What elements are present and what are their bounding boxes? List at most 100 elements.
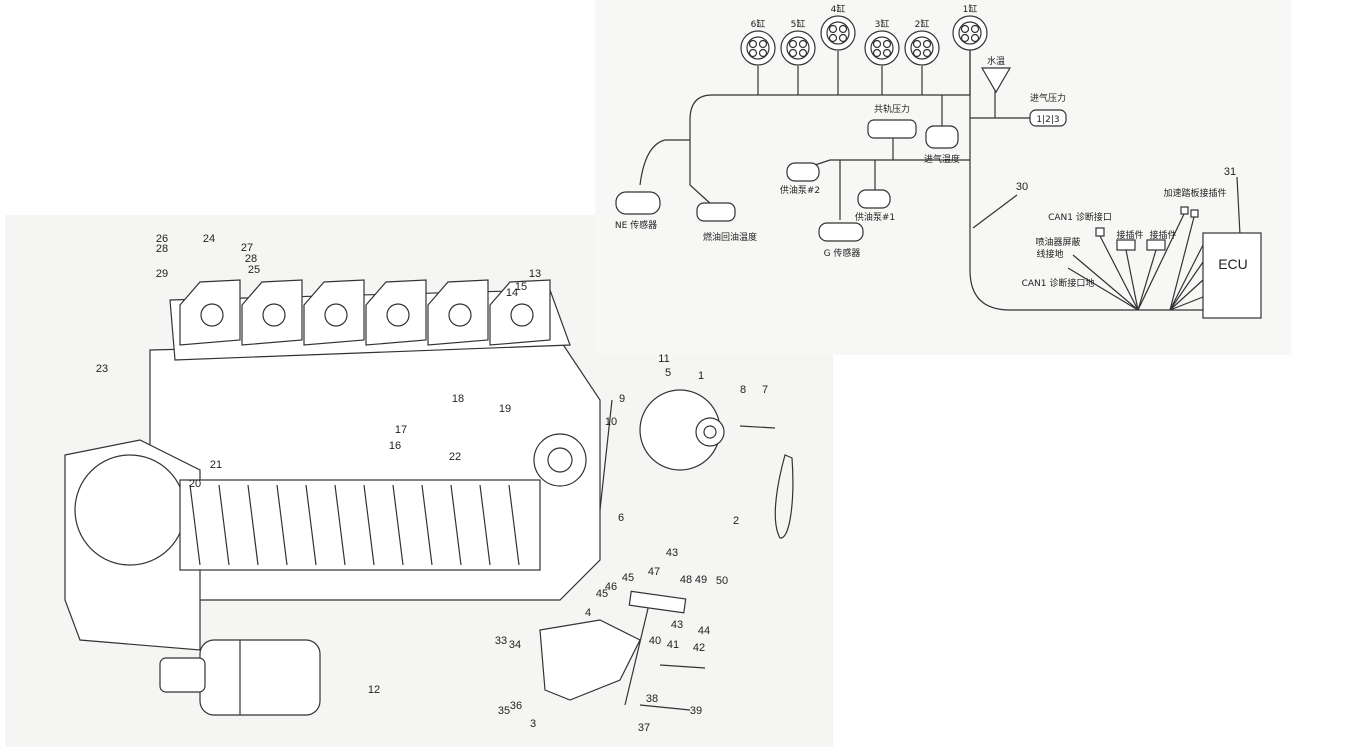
callout-35: 35 xyxy=(498,705,510,717)
water-temp-label: 水温 xyxy=(987,55,1005,67)
callout-48: 48 xyxy=(680,574,692,586)
intake-temp-label: 进气温度 xyxy=(924,153,960,165)
callout-43: 43 xyxy=(671,619,683,631)
head-port xyxy=(200,303,224,327)
cylinder-label: 4缸 xyxy=(831,3,846,15)
pump2-label: 供油泵#2 xyxy=(780,184,820,196)
cylinder-label: 6缸 xyxy=(751,18,766,30)
injector-shield-label-2: 线接地 xyxy=(1036,248,1063,260)
callout-43: 43 xyxy=(666,547,678,559)
head-port xyxy=(324,303,348,327)
harness-callout: 30 xyxy=(1016,181,1028,193)
accel-pedal-label: 加速踏板接插件 xyxy=(1163,187,1226,199)
block-rib xyxy=(508,484,520,566)
callout-22: 22 xyxy=(449,451,461,463)
callout-24: 24 xyxy=(203,233,215,245)
block-rib xyxy=(363,484,375,566)
callout-1: 1 xyxy=(698,370,704,382)
callout-10: 10 xyxy=(605,416,617,428)
callout-29: 29 xyxy=(156,268,168,280)
connector-a-label: 接插件 xyxy=(1116,229,1143,241)
rail-pressure-label: 共轨压力 xyxy=(874,103,910,115)
callout-41: 41 xyxy=(667,639,679,651)
callout-50: 50 xyxy=(716,575,728,587)
callout-18: 18 xyxy=(452,393,464,405)
callout-28: 28 xyxy=(156,243,168,255)
block-rib xyxy=(334,484,346,566)
fuel-return-temp-label: 燃油回油温度 xyxy=(703,231,757,243)
block-rib xyxy=(450,484,462,566)
block-rib xyxy=(479,484,491,566)
block-rib xyxy=(276,484,288,566)
block-rib xyxy=(305,484,317,566)
block-rib xyxy=(218,484,230,566)
callout-40: 40 xyxy=(649,635,661,647)
callout-34: 34 xyxy=(509,639,521,651)
ecu-label: ECU xyxy=(1218,256,1248,272)
callout-37: 37 xyxy=(638,722,650,734)
callout-3: 3 xyxy=(530,718,536,730)
callout-20: 20 xyxy=(189,478,201,490)
callout-36: 36 xyxy=(510,700,522,712)
callout-38: 38 xyxy=(646,693,658,705)
callout-39: 39 xyxy=(690,705,702,717)
ecu-callout: 31 xyxy=(1224,166,1236,178)
head-port xyxy=(510,303,534,327)
callout-6: 6 xyxy=(618,512,624,524)
v-belt xyxy=(774,454,794,539)
ne-sensor-label: NE 传感器 xyxy=(615,219,657,231)
wiring-labels: 水温 进气压力 共轨压力 进气温度 供油泵#2 供油泵#1 NE 传感器 燃油回… xyxy=(615,55,1248,289)
callout-45: 45 xyxy=(596,588,608,600)
callout-11: 11 xyxy=(658,353,669,365)
callout-26: 26 xyxy=(156,233,168,245)
callout-33: 33 xyxy=(495,635,507,647)
starter-motor xyxy=(159,639,321,716)
can1-ground-label: CAN1 诊断接口地 xyxy=(1022,277,1095,289)
alternator-bracket xyxy=(539,399,776,711)
cylinder-label: 1缸 xyxy=(963,3,978,15)
connector-b-label: 接插件 xyxy=(1149,229,1176,241)
callout-13: 13 xyxy=(529,268,541,280)
block-rib xyxy=(392,484,404,566)
ecu-box xyxy=(1202,232,1262,319)
callout-45: 45 xyxy=(622,572,634,584)
g-sensor-label: G 传感器 xyxy=(824,247,861,259)
callout-17: 17 xyxy=(395,424,407,436)
intake-pressure-label: 进气压力 xyxy=(1030,92,1066,104)
callout-47: 47 xyxy=(648,566,660,578)
head-port xyxy=(386,303,410,327)
callout-21: 21 xyxy=(210,459,222,471)
callout-2: 2 xyxy=(733,515,739,527)
callout-5: 5 xyxy=(665,367,671,379)
can1-port-label: CAN1 诊断接口 xyxy=(1048,211,1112,223)
cylinder-label: 2缸 xyxy=(915,18,930,30)
block-rib xyxy=(247,484,259,566)
block-rib xyxy=(421,484,433,566)
callout-15: 15 xyxy=(515,281,527,293)
alternator xyxy=(639,389,725,471)
callout-7: 7 xyxy=(762,384,768,396)
callout-28: 28 xyxy=(245,253,257,265)
block-rib xyxy=(189,484,201,566)
callout-44: 44 xyxy=(698,625,710,637)
callout-12: 12 xyxy=(368,684,380,696)
callout-49: 49 xyxy=(695,574,707,586)
callout-9: 9 xyxy=(619,393,625,405)
callout-46: 46 xyxy=(605,581,617,593)
cylinder-label: 5缸 xyxy=(791,18,806,30)
cylinder-label: 3缸 xyxy=(875,18,890,30)
callout-19: 19 xyxy=(499,403,511,415)
intake-pressure-pins: 1|2|3 xyxy=(1036,115,1059,125)
callout-25: 25 xyxy=(248,264,260,276)
pump1-label: 供油泵#1 xyxy=(855,211,895,223)
callout-23: 23 xyxy=(96,363,108,375)
engine-block xyxy=(64,279,601,651)
wiring-harness-scan xyxy=(595,0,1291,355)
head-port xyxy=(262,303,286,327)
head-port xyxy=(448,303,472,327)
callout-8: 8 xyxy=(740,384,746,396)
wiring-harness: 6缸 5缸 4缸 3缸 2缸 1缸 xyxy=(615,3,1262,319)
callout-42: 42 xyxy=(693,642,705,654)
